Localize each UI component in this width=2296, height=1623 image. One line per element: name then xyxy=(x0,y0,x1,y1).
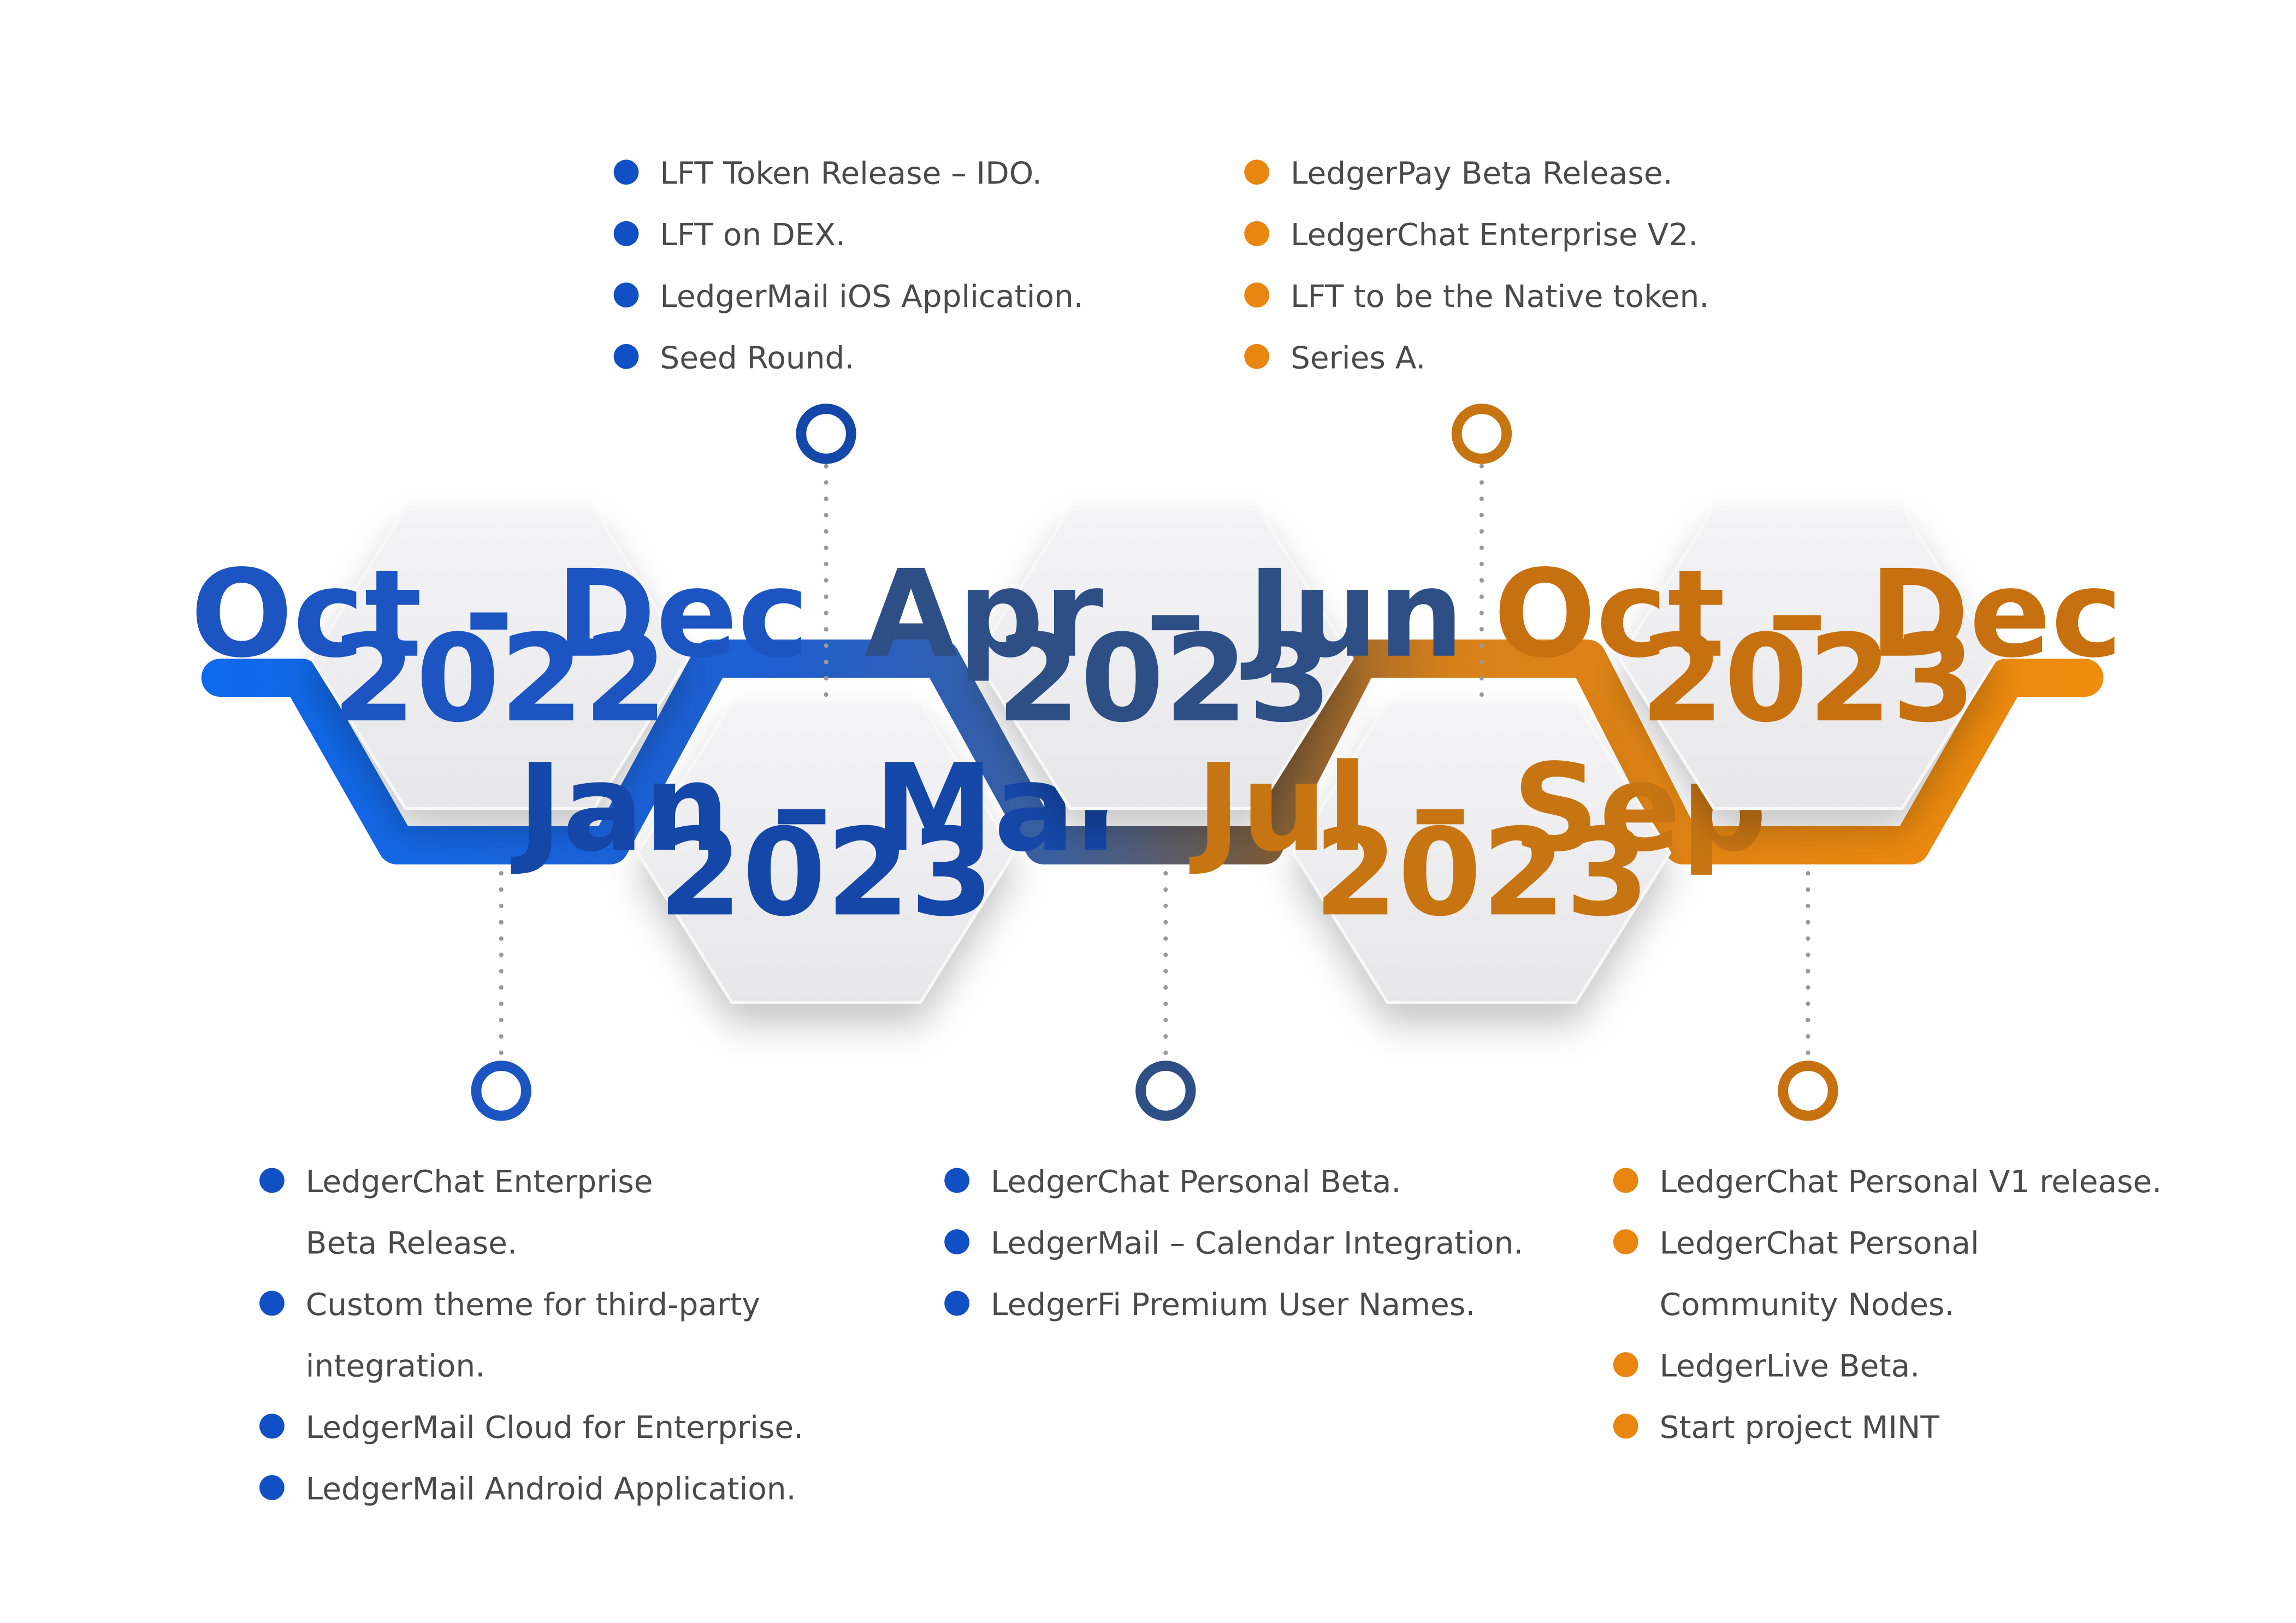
bullet-icon xyxy=(944,1168,969,1193)
bullet-icon xyxy=(613,221,639,246)
milestone-text: LedgerLive Beta. xyxy=(1660,1349,1920,1384)
bullet-icon xyxy=(259,1168,285,1193)
bullet-icon xyxy=(1244,159,1270,185)
hexagon-shape xyxy=(974,507,1354,810)
hexagon-shape xyxy=(1292,701,1672,1004)
phase-year: 2023 xyxy=(1314,803,1649,943)
phase-period: Jan – Mar xyxy=(511,738,1135,879)
bullet-icon xyxy=(1244,282,1270,308)
milestone-text: integration. xyxy=(306,1349,485,1384)
milestone-text: LedgerFi Premium User Names. xyxy=(991,1287,1475,1323)
bullet-icon xyxy=(259,1413,285,1439)
milestone-ring-icon xyxy=(471,1061,531,1121)
milestone-text: LedgerChat Personal Beta. xyxy=(991,1164,1401,1200)
milestone-text: LedgerChat Personal V1 release. xyxy=(1660,1164,2162,1200)
bullet-icon xyxy=(1244,221,1270,246)
phase-year: 2023 xyxy=(1640,609,1975,749)
phase-period: Oct – Dec xyxy=(1494,544,2123,685)
milestone-ring-icon xyxy=(1778,1061,1838,1121)
milestone-text: LFT to be the Native token. xyxy=(1291,279,1709,315)
milestone-text: Start project MINT xyxy=(1660,1410,1940,1446)
milestone-ring-icon xyxy=(1135,1061,1196,1121)
milestone-text: LedgerChat Personal xyxy=(1660,1226,1979,1261)
ribbon-band xyxy=(201,639,2104,864)
phase-year: 2023 xyxy=(658,803,993,943)
phase-period: Oct - Dec xyxy=(191,544,809,685)
phase-period: Jul – Sep xyxy=(1189,738,1767,879)
milestone-text: LedgerMail Cloud for Enterprise. xyxy=(306,1410,803,1446)
bullet-icon xyxy=(259,1475,285,1500)
milestone-text: Seed Round. xyxy=(660,340,854,376)
milestone-text: LedgerMail iOS Application. xyxy=(660,279,1083,315)
milestone-list: LedgerChat Personal Beta. LedgerMail – Ca… xyxy=(944,1164,1523,1323)
bullet-icon xyxy=(1613,1413,1638,1439)
milestone-text: LFT Token Release – IDO. xyxy=(660,156,1042,192)
hexagon-shape xyxy=(310,507,690,810)
phase-year: 2022 xyxy=(332,609,667,749)
hexagon-shape xyxy=(1618,507,1998,810)
milestone-text: LedgerChat Enterprise xyxy=(306,1164,653,1200)
milestone-ring-icon xyxy=(796,404,856,464)
bullet-icon xyxy=(259,1290,285,1316)
milestone-text: LFT on DEX. xyxy=(660,217,845,253)
bullet-icon xyxy=(944,1290,969,1316)
bullet-icon xyxy=(1613,1352,1638,1377)
bullet-icon xyxy=(1613,1168,1638,1193)
bullet-icon xyxy=(613,343,639,369)
bullet-icon xyxy=(613,282,639,308)
milestone-text: LedgerPay Beta Release. xyxy=(1291,156,1673,192)
bullet-icon xyxy=(1613,1229,1638,1254)
milestone-text: Series A. xyxy=(1291,340,1425,376)
timeline-ribbon xyxy=(201,639,2104,864)
milestone-text: Beta Release. xyxy=(306,1226,517,1261)
milestone-ring-icon xyxy=(1451,404,1512,464)
phase-year: 2023 xyxy=(996,609,1332,749)
milestone-list: LFT Token Release – IDO. LFT on DEX. Ledge… xyxy=(613,156,1084,376)
milestone-text: Custom theme for third-party xyxy=(306,1287,760,1323)
bullet-icon xyxy=(1244,343,1270,369)
hexagon-shape xyxy=(636,701,1016,1004)
milestone-text: LedgerChat Enterprise V2. xyxy=(1291,217,1698,253)
phase-period: Apr – Jun xyxy=(865,544,1464,685)
bullet-icon xyxy=(613,159,639,185)
milestone-text: LedgerMail Android Application. xyxy=(306,1472,796,1507)
milestone-text: Community Nodes. xyxy=(1660,1287,1955,1323)
milestone-list: LedgerPay Beta Release. LedgerChat Enterp… xyxy=(1244,156,1709,376)
milestone-list: LedgerChat Personal V1 release. LedgerCha… xyxy=(1613,1164,2162,1446)
bullet-icon xyxy=(944,1229,969,1254)
milestone-text: LedgerMail – Calendar Integration. xyxy=(991,1226,1523,1261)
